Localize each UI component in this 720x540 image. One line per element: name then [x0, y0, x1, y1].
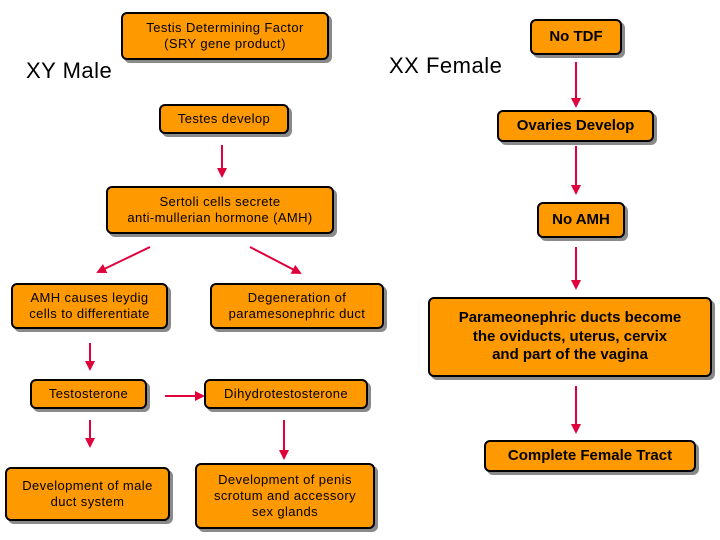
- box-no-amh: No AMH: [537, 202, 625, 238]
- box-sertoli-cells: Sertoli cells secrete anti-mullerian hor…: [106, 186, 334, 234]
- box-penis-scrotum: Development of penis scrotum and accesso…: [195, 463, 375, 529]
- box-complete-female-tract: Complete Female Tract: [484, 440, 696, 472]
- box-testes-develop: Testes develop: [159, 104, 289, 134]
- box-dihydrotestosterone: Dihydrotestosterone: [204, 379, 368, 409]
- box-male-duct-system: Development of male duct system: [5, 467, 170, 521]
- heading-xx-female: XX Female: [389, 53, 503, 78]
- box-testis-determining-factor: Testis Determining Factor (SRY gene prod…: [121, 12, 329, 60]
- box-degeneration: Degeneration of paramesonephric duct: [210, 283, 384, 329]
- arrow-sertoli-to-degeneration: [249, 246, 302, 274]
- box-ovaries-develop: Ovaries Develop: [497, 110, 654, 142]
- box-no-tdf: No TDF: [530, 19, 622, 55]
- heading-xy-male: XY Male: [26, 58, 113, 83]
- box-paramesonephric-ducts: Parameonephric ducts become the oviducts…: [428, 297, 712, 377]
- box-testosterone: Testosterone: [30, 379, 147, 409]
- arrow-sertoli-to-leydig: [96, 246, 151, 274]
- box-amh-leydig: AMH causes leydig cells to differentiate: [11, 283, 168, 329]
